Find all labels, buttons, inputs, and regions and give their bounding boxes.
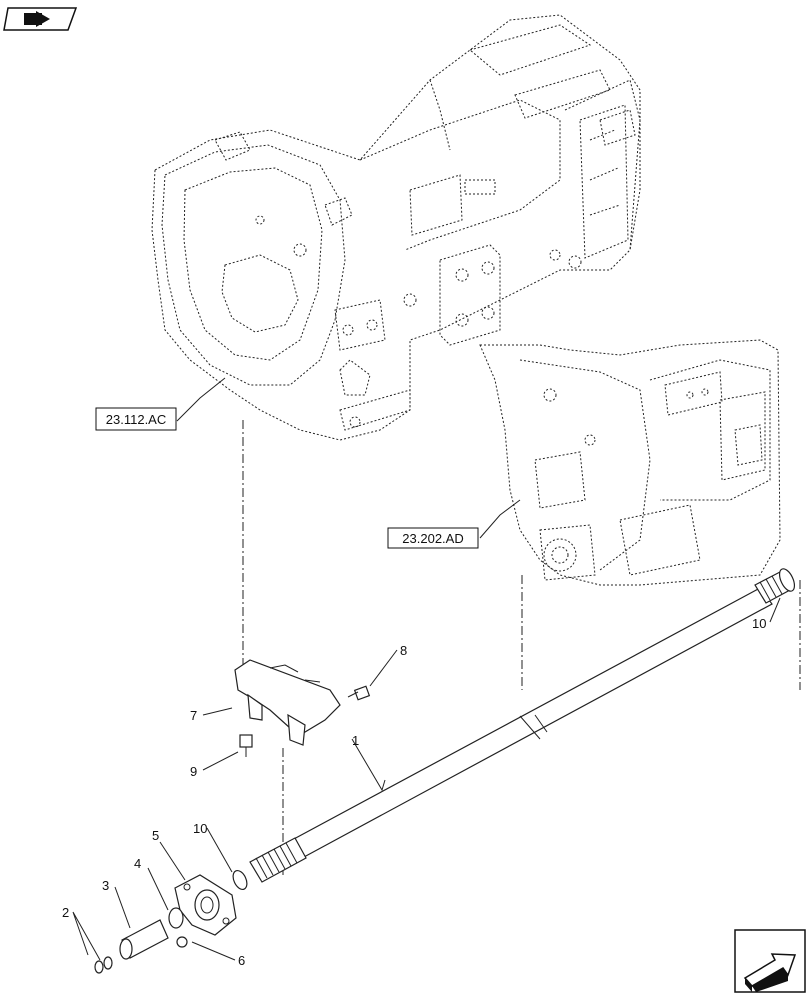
callout-1: 1: [352, 733, 359, 748]
snap-ring-front[interactable]: [230, 868, 249, 891]
ref-label-rear-housing[interactable]: 23.202.AD: [402, 531, 463, 546]
bearing-flange[interactable]: [174, 874, 237, 936]
pto-shaft[interactable]: [249, 571, 791, 883]
callout-4: 4: [134, 856, 141, 871]
shift-fork-bracket[interactable]: [234, 659, 341, 746]
callout-3: 3: [102, 878, 109, 893]
sleeve[interactable]: [119, 919, 169, 960]
callout-7: 7: [190, 708, 197, 723]
washer-2a[interactable]: [103, 956, 113, 970]
callout-10-front: 10: [193, 821, 207, 836]
book-arrow-icon[interactable]: [3, 7, 78, 31]
snap-ring-rear[interactable]: [776, 567, 797, 594]
callout-10-rear: 10: [752, 616, 766, 631]
callout-5: 5: [152, 828, 159, 843]
ref-label-transmission-housing[interactable]: 23.112.AC: [106, 412, 166, 427]
shaft-splines-front: [249, 837, 307, 883]
washer-2b[interactable]: [94, 960, 104, 974]
bolt-8[interactable]: [347, 685, 371, 701]
rear-housing: [479, 339, 781, 586]
callout-9: 9: [190, 764, 197, 779]
callout-2: 2: [62, 905, 69, 920]
o-ring[interactable]: [168, 907, 184, 929]
callout-8: 8: [400, 643, 407, 658]
bolt-9[interactable]: [239, 734, 253, 757]
callout-6: 6: [238, 953, 245, 968]
nut-6[interactable]: [176, 936, 188, 948]
next-page-arrow-icon[interactable]: [734, 929, 806, 993]
transmission-housing: [151, 14, 641, 441]
